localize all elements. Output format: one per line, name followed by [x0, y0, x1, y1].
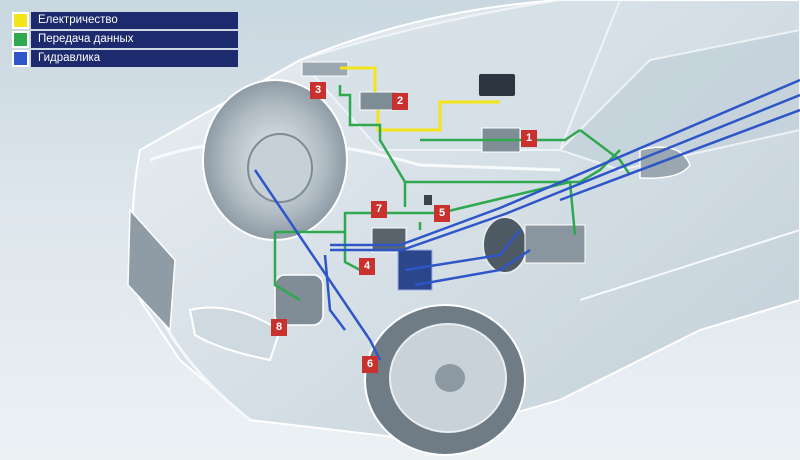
- legend-label-electric: Електричество: [38, 14, 118, 26]
- component-master-cylinder: [524, 224, 586, 264]
- electric-lines: [340, 66, 500, 132]
- legend-item-hydraulic: Гидравлика: [12, 50, 238, 67]
- marker-1: 1: [521, 130, 537, 147]
- legend-swatch-hydraulic: [12, 50, 29, 67]
- legend-label-data: Передача данных: [38, 33, 134, 45]
- legend-swatch-data: [12, 31, 29, 48]
- data-lines: [273, 85, 632, 302]
- marker-7: 7: [371, 201, 387, 218]
- marker-3: 3: [310, 82, 326, 99]
- legend-item-electric: Електричество: [12, 12, 238, 29]
- legend-item-data: Передача данных: [12, 31, 238, 48]
- legend: Електричество Передача данных Гидравлика: [12, 12, 238, 69]
- marker-4: 4: [359, 258, 375, 275]
- legend-bar: [31, 50, 238, 67]
- marker-5: 5: [434, 205, 450, 222]
- front-hub: [435, 364, 465, 392]
- component-pump: [371, 227, 407, 253]
- door-line: [579, 229, 800, 301]
- component-display: [477, 72, 517, 98]
- headlight: [188, 306, 282, 362]
- legend-swatch-electric: [12, 12, 29, 29]
- marker-6: 6: [362, 356, 378, 373]
- legend-label-hydraulic: Гидравлика: [38, 52, 101, 64]
- component-sensor-5: [424, 195, 432, 205]
- marker-2: 2: [392, 93, 408, 110]
- grille: [127, 208, 176, 332]
- legend-bar: [31, 12, 238, 29]
- hydraulic-lines: [253, 78, 800, 361]
- windshield: [298, 0, 622, 151]
- component-brake-booster: [482, 216, 528, 274]
- rear-brake-disc: [247, 133, 313, 203]
- side-window: [558, 28, 800, 172]
- marker-8: 8: [271, 319, 287, 336]
- legend-bar: [31, 31, 238, 48]
